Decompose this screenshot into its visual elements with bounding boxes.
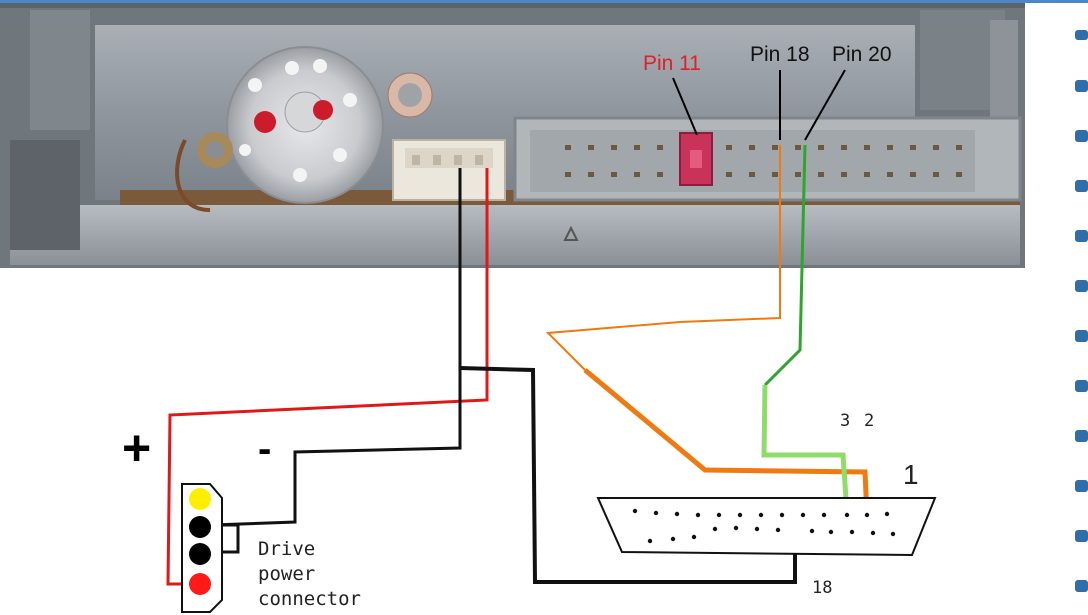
power-connector — [181, 483, 223, 613]
wire-black-gnd-jumper — [212, 523, 240, 554]
wire-light-green — [761, 384, 850, 514]
db25-pin-3-label: 3 — [840, 411, 850, 431]
header-pins — [565, 145, 962, 177]
plus-sign: + — [122, 420, 151, 476]
connector-label-line1: Drive — [258, 538, 315, 560]
wire-black-pin18 — [459, 366, 797, 584]
black-pin-icon — [189, 516, 211, 538]
connector-label-line2: power — [258, 563, 315, 585]
yellow-pin-icon — [189, 488, 211, 510]
right-edge-strip — [1070, 0, 1088, 615]
wire-orange-thin — [545, 145, 781, 371]
pin11-label: Pin 11 — [643, 52, 701, 75]
wire-red — [166, 168, 489, 586]
minus-sign: - — [258, 427, 271, 471]
wire-green — [763, 144, 807, 387]
floppy-drive-photo — [0, 0, 1025, 268]
wire-black-gnd — [211, 168, 462, 527]
red-pin-icon — [189, 573, 211, 595]
pin20-label: Pin 20 — [832, 43, 892, 66]
db25-pins — [632, 508, 896, 544]
db25-pin-2-label: 2 — [864, 411, 874, 431]
pin18-label: Pin 18 — [750, 43, 810, 66]
top-border — [0, 0, 1088, 3]
black-pin-icon — [189, 543, 211, 565]
connector-label-line3: connector — [258, 588, 361, 610]
db25-pin-1-label: 1 — [903, 459, 919, 490]
db25-connector — [596, 497, 937, 557]
db25-pin-18-label: 18 — [812, 578, 832, 598]
wire-orange-thick — [583, 368, 870, 517]
